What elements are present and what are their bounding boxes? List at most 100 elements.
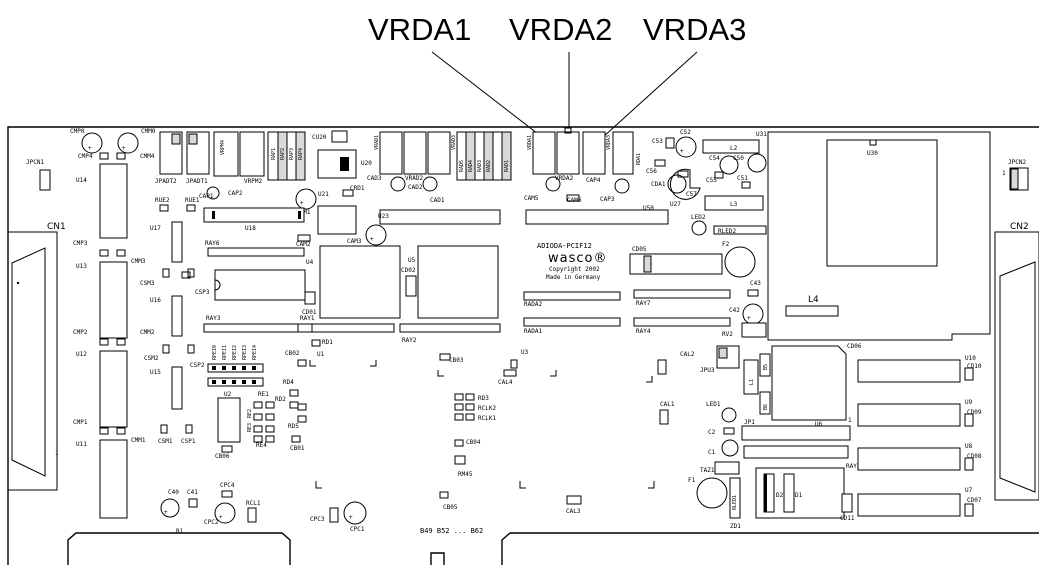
- u10-label: U10: [965, 355, 976, 362]
- b6-label: B6: [763, 404, 769, 410]
- cmp4-label: CMP4: [78, 153, 93, 160]
- cap3-label: CAP3: [600, 196, 615, 203]
- board-copyright: Copyright 2002: [549, 266, 600, 273]
- cap2-label: CAP2: [228, 190, 243, 197]
- vrda-trimmers: VRDA1 VRDA2 VRDA3 RDA1 CAM5 CAM6 CAP3 CA…: [524, 127, 642, 204]
- zd1-label: ZD1: [730, 523, 741, 530]
- u4-label: U4: [306, 259, 314, 266]
- rue2-label: RUE2: [155, 197, 170, 204]
- svg-text:+: +: [122, 145, 126, 152]
- taz1-label: TAZ1: [700, 467, 715, 474]
- svg-text:+: +: [164, 509, 168, 516]
- cad1-label: CAD1: [430, 197, 445, 204]
- d1-label: D1: [795, 492, 803, 499]
- cu20-label: CU20: [312, 134, 327, 141]
- re2-label: RE2: [247, 409, 253, 418]
- csm3-label: CSM3: [140, 280, 155, 287]
- cb02-label: CB02: [285, 350, 300, 357]
- cmm4-label: CMM4: [140, 153, 155, 160]
- svg-text:+: +: [747, 315, 751, 322]
- ray2-label: RAY2: [402, 337, 417, 344]
- jpcn2-pin1: 1: [1002, 170, 1006, 177]
- rd2-label: RD2: [275, 396, 286, 403]
- l4-label: L4: [808, 295, 819, 305]
- cal4-label: CAL4: [498, 379, 513, 386]
- rd1-label: RD1: [322, 339, 333, 346]
- rpei4-label: RPEI4: [252, 345, 258, 360]
- bottom-left-caps: + C40 C41 CPC4 + CPC2 RCL1 B1 CPC3 + CPC…: [160, 482, 367, 535]
- cpc2-label: CPC2: [204, 519, 219, 526]
- u8-label: U8: [965, 443, 973, 450]
- u20-u21-area: CU20 U20 CRD1 + U21 CAM1 CAM2 + CAM3: [295, 130, 387, 248]
- cd06-label: CD06: [847, 343, 862, 350]
- vrpm2-label: VRPM2: [244, 178, 262, 185]
- cmp1-label: CMP1: [73, 419, 88, 426]
- top-left-components: JPADT2 JPADT1 VRPM4 VRPM2 RAP1 RAP2 RAP3…: [155, 131, 306, 200]
- cpc1-label: CPC1: [350, 526, 365, 533]
- cda1-label: CDA1: [651, 181, 666, 188]
- rpei2-label: RPEI2: [232, 345, 238, 360]
- module-u30: U30 L4: [767, 131, 991, 341]
- board-made-in: Made in Germany: [546, 274, 601, 281]
- rclk2-label: RCLK2: [478, 405, 496, 412]
- cad2-label: CAD2: [408, 184, 423, 191]
- u50-label: U50: [643, 205, 654, 212]
- cd02-label: CD02: [401, 267, 416, 274]
- u20-label: U20: [361, 160, 372, 167]
- jpadt2-label: JPADT2: [155, 178, 177, 185]
- jpu3-label: JPU3: [700, 367, 715, 374]
- cam5-label: CAM5: [524, 195, 539, 202]
- ic-u11: U11: [76, 439, 128, 519]
- rad4-label: RAD4: [468, 160, 474, 172]
- rclk1-label: RCLK1: [478, 415, 496, 422]
- cb05-label: CB05: [443, 504, 458, 511]
- leader-vrda1: [431, 51, 543, 138]
- u16-label: U16: [150, 297, 161, 304]
- rcl1-label: RCL1: [246, 500, 261, 507]
- l2-label: L2: [730, 145, 738, 152]
- rled1-label: RLED1: [732, 495, 738, 510]
- vrad2-label: VRAD2: [405, 175, 423, 182]
- ic-row-top: U18 U23 U50 RAY6 U4 CD01 RAY3: [181, 205, 669, 333]
- cal3-label: CAL3: [566, 508, 581, 515]
- u27-label: U27: [670, 201, 681, 208]
- u5-label: U5: [408, 257, 416, 264]
- u15-label: U15: [150, 369, 161, 376]
- crd1-label: CRD1: [350, 185, 365, 192]
- center-lower-cluster: CB03 U3 CAL4 RD3 RCLK2 RCLK1 CB04 RM45 C…: [315, 349, 695, 515]
- vrda1-label: VRDA1: [527, 135, 533, 150]
- cd07-label: CD07: [967, 497, 982, 504]
- ic-u17-u16-u15: U17 U16 U15 RUE2 RUE1 CSM3 CSP3 CSM2 CSP…: [140, 197, 210, 445]
- u4-u5-modules: CD01 CD02 U5 RAY1 RAY2: [297, 245, 501, 344]
- board-name: ADIODA-PCIF12: [537, 242, 592, 250]
- cd05-label: CD05: [632, 246, 647, 253]
- right-lower-cluster: JPU3 L1 B5 B6 U6 CD06 1 LED1 C2 C1 JP1 R…: [688, 343, 862, 530]
- cam2-label: CAM2: [296, 241, 311, 248]
- ray1-label: RAY1: [300, 315, 315, 322]
- vrpm4-label: VRPM4: [220, 140, 226, 155]
- jpcn1: JPCN1: [26, 159, 51, 191]
- c43-label: C43: [750, 280, 761, 287]
- ic-u14: U14: [76, 163, 128, 239]
- ic-u12: U12: [76, 350, 128, 428]
- cmm3-label: CMM3: [131, 258, 146, 265]
- right-top-cluster: L2 U31 + C52 C53 C54 C50 C55 C51 C56 C57…: [646, 129, 767, 236]
- cb01-label: CB01: [290, 445, 305, 452]
- cmp3-label: CMP3: [73, 240, 88, 247]
- u23-label: U23: [378, 213, 389, 220]
- re3-label: RE3: [247, 423, 253, 432]
- callout-vrda2: VRDA2: [509, 12, 612, 47]
- c53-label: C53: [652, 138, 663, 145]
- c41-label: C41: [187, 489, 198, 496]
- rd3-label: RD3: [478, 395, 489, 402]
- leader-vrda3: [591, 51, 698, 148]
- cb04-label: CB04: [466, 439, 481, 446]
- u11-label: U11: [76, 441, 87, 448]
- callout-vrda1: VRDA1: [368, 12, 471, 47]
- board-identity: ADIODA-PCIF12 wasco® Copyright 2002 Made…: [537, 242, 606, 281]
- b5-label: B5: [763, 364, 769, 370]
- u6-label: U6: [815, 421, 823, 428]
- u17-label: U17: [150, 225, 161, 232]
- cd11-label: CD11: [840, 515, 855, 522]
